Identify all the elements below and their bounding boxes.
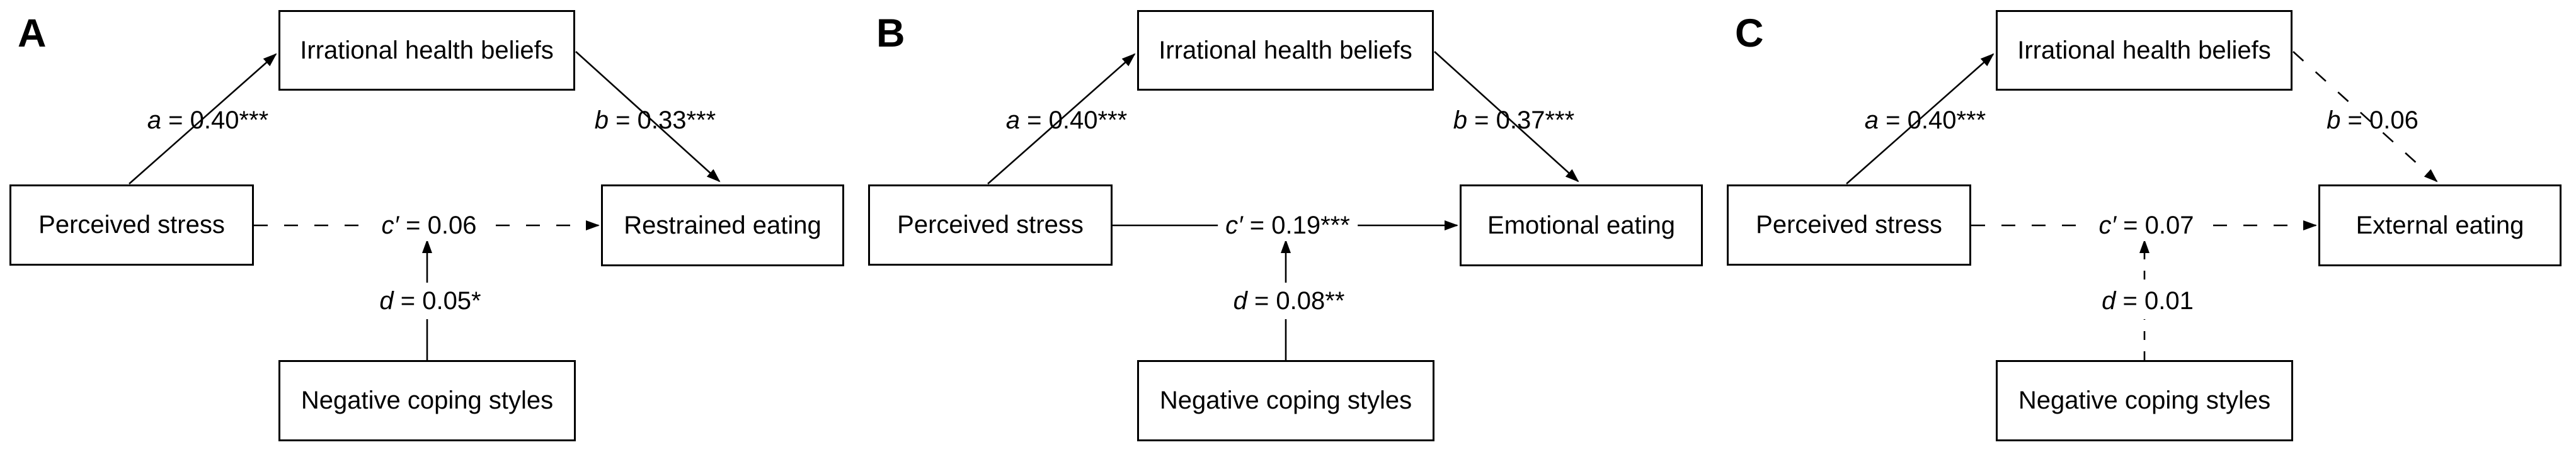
- predictor-box: Perceived stress: [1727, 184, 1971, 266]
- path-b-value: = 0.06: [2340, 106, 2419, 134]
- predictor-box-text: Perceived stress: [38, 211, 225, 239]
- mediator-box-text: Irrational health beliefs: [2017, 36, 2271, 64]
- path-b-value: = 0.37***: [1467, 106, 1575, 134]
- predictor-box-text: Perceived stress: [1756, 211, 1942, 239]
- outcome-box-text: Restrained eating: [624, 211, 821, 239]
- outcome-box-text: External eating: [2356, 211, 2524, 239]
- panel-b: B Irrational health beliefs Perceived st…: [859, 0, 1717, 452]
- path-a-value: = 0.40***: [1020, 106, 1128, 134]
- path-b-variable: b: [1453, 106, 1468, 134]
- path-d-value: = 0.08**: [1247, 287, 1345, 315]
- path-b-value: = 0.33***: [609, 106, 716, 134]
- outcome-box-text: Emotional eating: [1487, 211, 1675, 239]
- path-c-value: = 0.19***: [1242, 212, 1350, 239]
- panel-label: B: [876, 11, 905, 55]
- panel-c-arrows: [1846, 51, 2438, 360]
- path-d-coefficient: d = 0.08**: [1225, 283, 1353, 319]
- mediator-box-text: Irrational health beliefs: [300, 36, 554, 64]
- path-d-value: = 0.01: [2115, 287, 2194, 315]
- path-a-value: = 0.40***: [161, 106, 269, 134]
- path-b-line: [575, 51, 721, 183]
- predictor-box: Perceived stress: [9, 184, 254, 266]
- path-b-variable: b: [594, 106, 609, 134]
- moderator-box-text: Negative coping styles: [301, 387, 554, 414]
- outcome-box: Restrained eating: [601, 184, 844, 266]
- path-a-value: = 0.40***: [1879, 106, 1986, 134]
- path-a-coefficient: a = 0.40***: [147, 106, 268, 135]
- path-c-coefficient: c′ = 0.07: [2091, 210, 2202, 241]
- predictor-box: Perceived stress: [868, 184, 1113, 266]
- path-c-coefficient: c′ = 0.06: [374, 210, 484, 241]
- outcome-box: External eating: [2318, 184, 2562, 266]
- path-b-line: [2293, 51, 2438, 183]
- mediator-box-text: Irrational health beliefs: [1159, 36, 1412, 64]
- path-d-variable: d: [1233, 287, 1247, 315]
- path-c-variable: c′: [2098, 212, 2117, 239]
- moderator-box: Negative coping styles: [1996, 360, 2293, 441]
- path-a-coefficient: a = 0.40***: [1865, 106, 1986, 135]
- path-a-variable: a: [147, 106, 162, 134]
- path-a-variable: a: [1005, 106, 1021, 134]
- path-b-coefficient: b = 0.37***: [1453, 106, 1574, 135]
- predictor-box-text: Perceived stress: [897, 211, 1084, 239]
- path-c-variable: c′: [1225, 212, 1243, 239]
- path-a-coefficient: a = 0.40***: [1006, 106, 1127, 135]
- path-d-coefficient: d = 0.01: [2094, 283, 2201, 319]
- moderator-box-text: Negative coping styles: [2018, 387, 2271, 414]
- panel-label: C: [1735, 11, 1764, 55]
- path-d-coefficient: d = 0.05*: [372, 283, 489, 319]
- moderator-box: Negative coping styles: [278, 360, 576, 441]
- mediator-box: Irrational health beliefs: [278, 10, 575, 91]
- path-b-line: [1434, 51, 1579, 183]
- moderator-box-text: Negative coping styles: [1159, 387, 1412, 414]
- path-c-value: = 0.07: [2116, 212, 2194, 239]
- path-a-variable: a: [1864, 106, 1879, 134]
- path-d-variable: d: [379, 287, 394, 315]
- panel-a: A Irrational health beliefs Perceived st…: [0, 0, 859, 452]
- panel-label: A: [18, 11, 47, 55]
- panel-c: C Irrational health beliefs Perceived st…: [1717, 0, 2576, 452]
- path-b-variable: b: [2327, 106, 2341, 134]
- path-c-coefficient: c′ = 0.19***: [1218, 210, 1358, 241]
- moderator-box: Negative coping styles: [1137, 360, 1434, 441]
- path-c-value: = 0.06: [399, 212, 477, 239]
- mediator-box: Irrational health beliefs: [1137, 10, 1434, 91]
- path-a-line: [1846, 53, 1995, 184]
- path-d-value: = 0.05*: [393, 287, 481, 315]
- path-b-coefficient: b = 0.06: [2327, 106, 2419, 135]
- path-b-coefficient: b = 0.33***: [595, 106, 716, 135]
- path-c-variable: c′: [381, 212, 399, 239]
- outcome-box: Emotional eating: [1460, 184, 1703, 266]
- path-a-line: [129, 53, 277, 184]
- path-d-variable: d: [2102, 287, 2116, 315]
- path-a-line: [987, 53, 1136, 184]
- mediator-box: Irrational health beliefs: [1996, 10, 2293, 91]
